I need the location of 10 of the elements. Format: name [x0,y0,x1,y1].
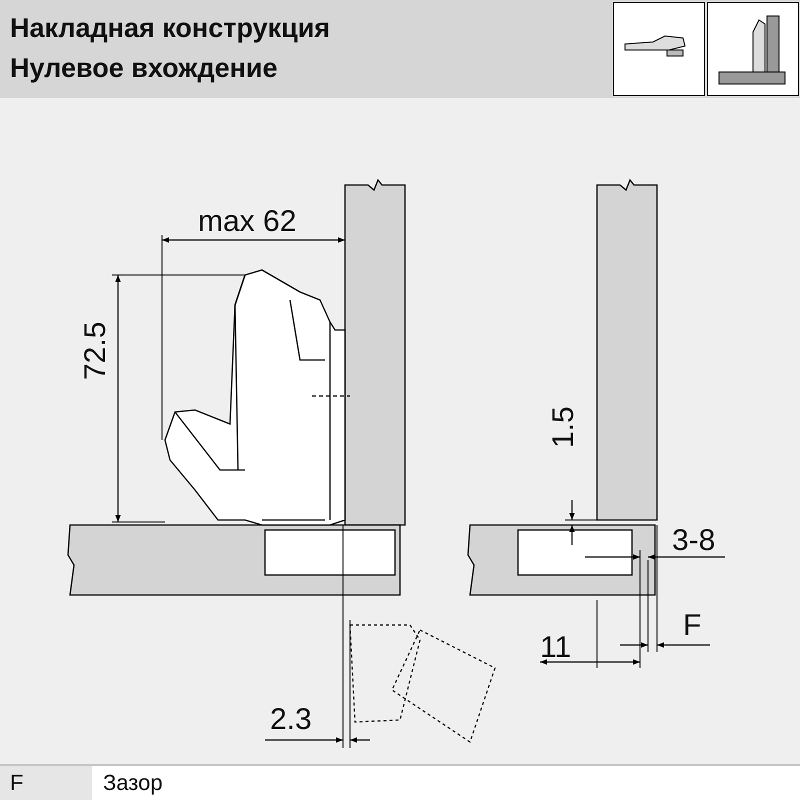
dimension-label: 11 [540,632,572,664]
dimension-label: F [683,610,702,642]
dimension-label: 3-8 [672,525,716,557]
dimension-label: 1.5 [548,406,580,448]
title: Накладная конструкция Нулевое вхождение [10,12,332,85]
legend-text: Зазор [103,769,163,797]
legend-symbol: F [10,769,24,797]
dimension-label: max 62 [198,206,296,238]
dimension-label: 2.3 [270,704,312,736]
dimension-label: 72.5 [80,322,112,380]
